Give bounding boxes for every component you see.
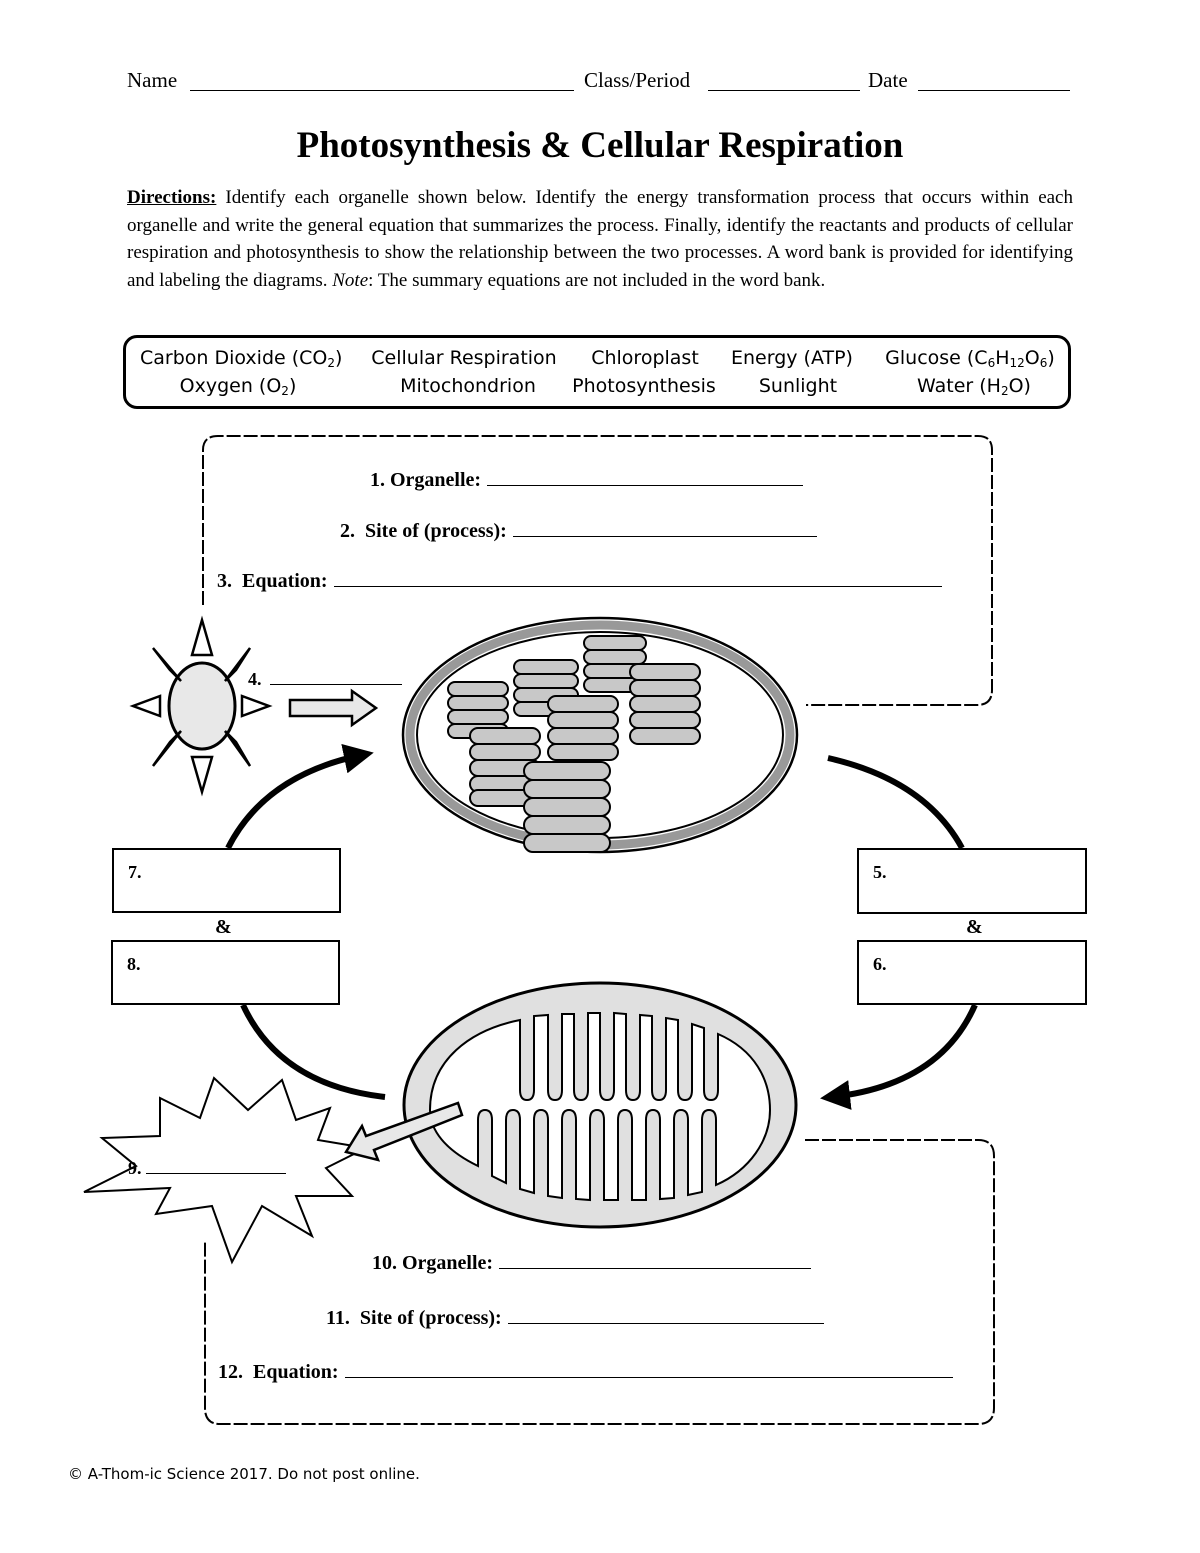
top-bracket: [202, 435, 993, 706]
word-cellular-respiration: Cellular Respiration: [371, 347, 557, 369]
page-title: Photosynthesis & Cellular Respiration: [296, 125, 904, 166]
q1-blank[interactable]: [487, 467, 804, 486]
energy-burst-icon: [83, 1076, 370, 1265]
word-water: Water (H2O): [917, 375, 1031, 398]
box-7-label: 7.: [128, 862, 142, 882]
box-6-label: 6.: [873, 954, 887, 974]
q12-equation: 12. Equation:: [218, 1359, 953, 1384]
q2-site-of-process: 2. Site of (process):: [340, 518, 817, 543]
cycle-arrow-bottom-right: [820, 1003, 978, 1110]
note-label: Note: [332, 269, 369, 291]
q4-label: 4.: [248, 666, 402, 690]
cycle-arrow-top-left: [225, 743, 374, 850]
copyright-footer: © A-Thom-ic Science 2017. Do not post on…: [68, 1465, 420, 1483]
chloroplast-icon: [401, 616, 799, 854]
box-5-label: 5.: [873, 862, 887, 882]
answer-box-7[interactable]: 7.: [112, 848, 341, 913]
word-sunlight: Sunlight: [758, 375, 838, 397]
cycle-arrow-top-right: [827, 755, 965, 850]
word-glucose: Glucose (C6H12O6): [885, 347, 1055, 370]
q1-organelle: 1. Organelle:: [370, 467, 804, 492]
sunlight-arrow-icon: [288, 688, 379, 728]
q3-blank[interactable]: [333, 568, 942, 587]
bottom-bracket: [204, 1139, 995, 1425]
atp-arrow-icon: [344, 1101, 464, 1162]
ampersand-left: &: [215, 916, 232, 938]
sun-icon: [129, 615, 273, 797]
word-energy-atp: Energy (ATP): [731, 347, 853, 369]
q12-blank[interactable]: [344, 1359, 953, 1378]
date-label: Date: [868, 68, 908, 92]
q11-site-of-process: 11. Site of (process):: [326, 1305, 824, 1330]
q11-blank[interactable]: [507, 1305, 824, 1324]
word-carbon-dioxide: Carbon Dioxide (CO2): [140, 347, 343, 370]
q10-blank[interactable]: [499, 1250, 812, 1269]
mitochondrion-icon: [402, 981, 798, 1229]
q9-label: 9.: [128, 1155, 286, 1179]
word-mitochondrion: Mitochondrion: [400, 375, 536, 397]
word-oxygen: Oxygen (O2): [179, 375, 297, 398]
class-period-blank[interactable]: [708, 90, 860, 91]
q3-equation: 3. Equation:: [217, 568, 942, 593]
name-blank[interactable]: [190, 90, 574, 91]
q4-blank[interactable]: [269, 666, 402, 685]
word-chloroplast: Chloroplast: [591, 347, 699, 369]
class-period-label: Class/Period: [584, 68, 691, 92]
word-bank: [123, 335, 1071, 409]
box-8-label: 8.: [127, 954, 141, 974]
ampersand-right: &: [966, 916, 983, 938]
name-label: Name: [127, 68, 178, 92]
q9-blank[interactable]: [145, 1155, 286, 1174]
answer-box-8[interactable]: 8.: [111, 940, 340, 1005]
note-text: : The summary equations are not included…: [368, 269, 826, 291]
q2-blank[interactable]: [512, 518, 817, 537]
answer-box-5[interactable]: 5.: [857, 848, 1087, 914]
answer-box-6[interactable]: 6.: [857, 940, 1087, 1005]
directions-paragraph: Directions: Identify each organelle show…: [127, 184, 1073, 294]
q10-organelle: 10. Organelle:: [372, 1250, 812, 1275]
cycle-arrow-bottom-left: [240, 1003, 386, 1100]
directions-text: Identify each organelle shown below. Ide…: [127, 187, 1073, 291]
date-blank[interactable]: [918, 90, 1070, 91]
word-photosynthesis: Photosynthesis: [572, 375, 716, 397]
directions-label: Directions:: [127, 187, 217, 208]
